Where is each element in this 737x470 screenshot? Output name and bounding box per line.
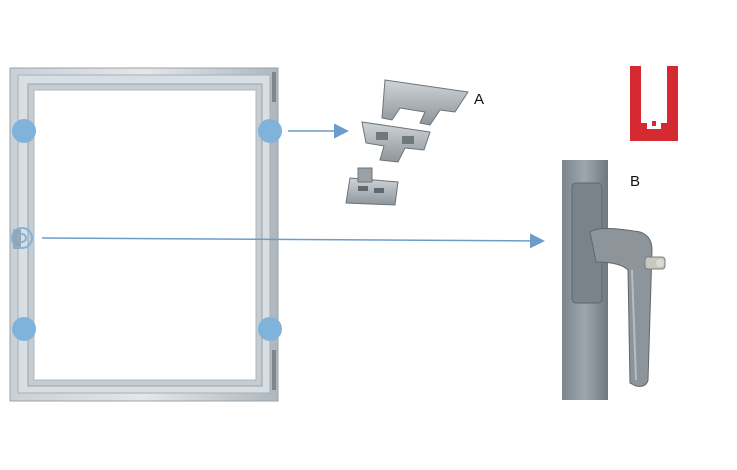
hinge-bottom-icon: [272, 350, 276, 390]
lock-point-bottom-left: [12, 317, 36, 341]
lock-point-top-left: [12, 119, 36, 143]
lock-point-handle: [11, 227, 33, 249]
label-a: A: [474, 91, 484, 108]
lock-icon: [630, 66, 678, 141]
window-frame: [9, 67, 279, 402]
arrow-to-b: [41, 233, 545, 249]
label-b: B: [630, 173, 640, 190]
lock-point-bottom-right: [258, 317, 282, 341]
lock-point-top-right: [258, 119, 282, 143]
window-handle-icon: [562, 160, 666, 400]
hinge-top-icon: [272, 72, 276, 102]
tilt-turn-bracket-icon: [345, 79, 469, 206]
